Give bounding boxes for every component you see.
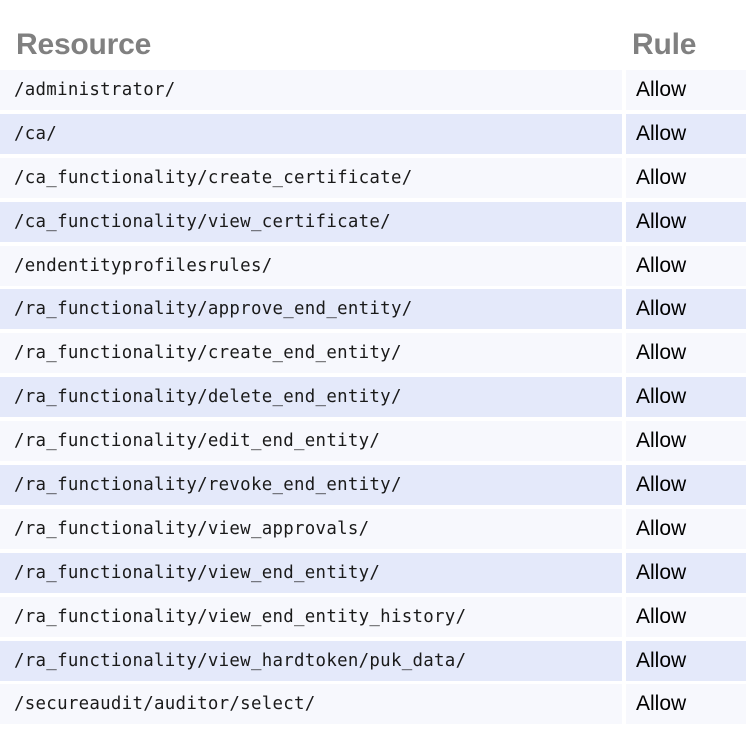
column-header-resource: Resource: [16, 28, 152, 61]
table-row: /administrator/Allow: [0, 68, 746, 112]
cell-rule: Allow: [626, 377, 746, 418]
cell-resource: /ra_functionality/revoke_end_entity/: [0, 464, 622, 505]
table-row: /ca/Allow: [0, 112, 746, 156]
cell-resource: /ra_functionality/view_approvals/: [0, 508, 622, 549]
cell-resource: /ca_functionality/view_certificate/: [0, 201, 622, 242]
table-row: /ra_functionality/revoke_end_entity/Allo…: [0, 463, 746, 507]
cell-resource: /ca/: [0, 113, 622, 154]
table-row: /ra_functionality/view_approvals/Allow: [0, 507, 746, 551]
cell-resource: /administrator/: [0, 69, 622, 110]
table-row: /ra_functionality/view_hardtoken/puk_dat…: [0, 639, 746, 683]
table-row: /ra_functionality/edit_end_entity/Allow: [0, 419, 746, 463]
cell-rule: Allow: [626, 640, 746, 681]
cell-rule: Allow: [626, 113, 746, 154]
cell-resource: /ca_functionality/create_certificate/: [0, 157, 622, 198]
cell-rule: Allow: [626, 289, 746, 330]
table-row: /ca_functionality/view_certificate/Allow: [0, 200, 746, 244]
cell-resource: /ra_functionality/delete_end_entity/: [0, 377, 622, 418]
column-header-rule: Rule: [632, 28, 697, 61]
cell-resource: /ra_functionality/view_hardtoken/puk_dat…: [0, 640, 622, 681]
cell-rule: Allow: [626, 508, 746, 549]
table-body: /administrator/Allow/ca/Allow/ca_functio…: [0, 68, 746, 726]
cell-resource: /secureaudit/auditor/select/: [0, 684, 622, 725]
cell-rule: Allow: [626, 201, 746, 242]
table-row: /ra_functionality/view_end_entity/Allow: [0, 551, 746, 595]
cell-rule: Allow: [626, 552, 746, 593]
table-row: /ca_functionality/create_certificate/All…: [0, 156, 746, 200]
cell-rule: Allow: [626, 245, 746, 286]
cell-rule: Allow: [626, 421, 746, 462]
cell-resource: /ra_functionality/create_end_entity/: [0, 333, 622, 374]
table-row: /ra_functionality/create_end_entity/Allo…: [0, 331, 746, 375]
cell-rule: Allow: [626, 464, 746, 505]
cell-rule: Allow: [626, 684, 746, 725]
cell-resource: /ra_functionality/view_end_entity_histor…: [0, 596, 622, 637]
cell-resource: /ra_functionality/view_end_entity/: [0, 552, 622, 593]
cell-rule: Allow: [626, 333, 746, 374]
table-header-row: Resource Rule: [0, 0, 746, 68]
cell-resource: /ra_functionality/approve_end_entity/: [0, 289, 622, 330]
table-row: /ra_functionality/delete_end_entity/Allo…: [0, 375, 746, 419]
table-row: /endentityprofilesrules/Allow: [0, 244, 746, 288]
cell-resource: /ra_functionality/edit_end_entity/: [0, 421, 622, 462]
cell-rule: Allow: [626, 69, 746, 110]
table-row: /ra_functionality/approve_end_entity/All…: [0, 287, 746, 331]
cell-rule: Allow: [626, 157, 746, 198]
cell-rule: Allow: [626, 596, 746, 637]
cell-resource: /endentityprofilesrules/: [0, 245, 622, 286]
table-row: /ra_functionality/view_end_entity_histor…: [0, 595, 746, 639]
table-row: /secureaudit/auditor/select/Allow: [0, 682, 746, 726]
